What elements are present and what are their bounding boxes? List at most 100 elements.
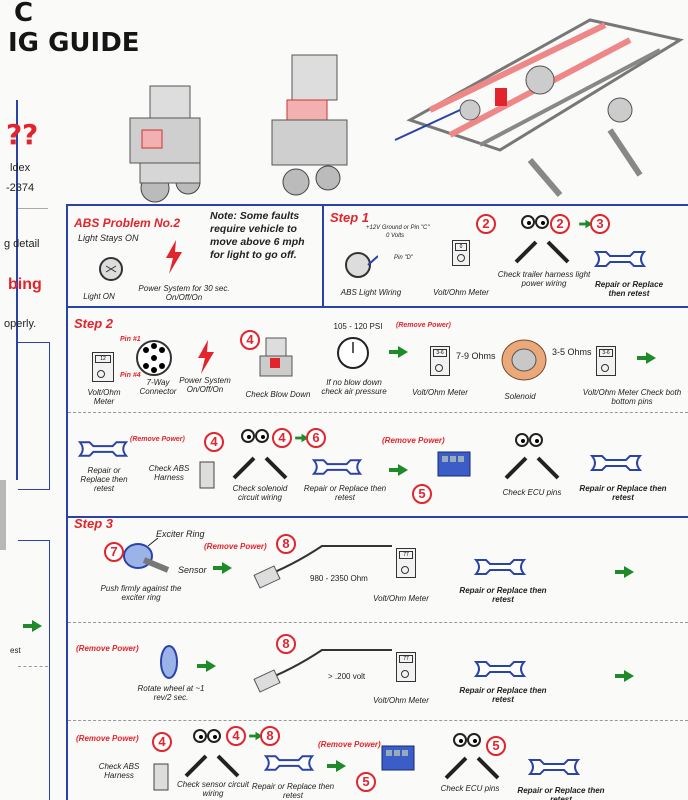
step1-arrow: [579, 219, 593, 229]
step3-circle-8: 8: [276, 534, 296, 554]
step1-box: [322, 204, 688, 308]
sidebar-question2: ?: [22, 118, 39, 151]
harness-icon: [199, 461, 215, 489]
page-title: IG GUIDE: [8, 28, 140, 58]
step3-meter: 77: [396, 548, 416, 578]
step3c-eyes-icon: [193, 729, 221, 743]
step2b-wrench-3: [589, 455, 643, 471]
step2-solenoid: Solenoid: [504, 392, 536, 401]
step3-sensor-cable-icon: [253, 545, 392, 589]
sidebar-dex: ldex: [10, 162, 31, 174]
step2-arrow-2: [637, 352, 656, 364]
step3-title: Step 3: [74, 516, 114, 531]
step2b-check-abs: Check ABS Harness: [148, 464, 190, 482]
step3b-circle-8: 8: [276, 634, 296, 654]
step2b-probes-icon-2: [504, 456, 560, 480]
sidebar-bing: bing: [8, 276, 42, 293]
step2b-wrench-2: [311, 459, 363, 475]
abs-light-icon: [345, 252, 378, 278]
step2-pin4: Pin #4: [120, 372, 141, 379]
step1-wire-label-3: Pin "D": [394, 255, 413, 261]
chassis-illustration: [394, 18, 684, 197]
step3-rule: [66, 516, 688, 518]
step3-repair: Repair or Replace then retest: [459, 586, 547, 604]
step3-divider-1: [68, 622, 688, 623]
step3-push: Push firmly against the exciter ring: [100, 584, 182, 602]
step2b-circle-6: 6: [306, 428, 326, 448]
pressure-gauge-icon: [337, 337, 369, 369]
step2-circle-4: 4: [240, 330, 260, 350]
sidebar-edge: [0, 480, 6, 550]
step3c-arrow-1: [249, 731, 263, 741]
connector-icon: [136, 340, 172, 376]
step2b-check-ecu: Check ECU pins: [502, 488, 562, 497]
step3-sensor: Sensor: [178, 565, 207, 575]
step3c-probes-icon: [184, 754, 240, 778]
step2-meter-2: 3-6: [430, 346, 450, 376]
step3c-repair-2: Repair or Replace then retest: [517, 786, 605, 800]
step3c-harness-icon: [153, 763, 169, 791]
sidebar-rule: [16, 100, 18, 480]
step2b-repair-1: Repair or Replace then retest: [80, 466, 128, 493]
sidebar-est: est: [10, 646, 21, 655]
problem-note: Note: Some faults require vehicle to mov…: [210, 210, 305, 261]
sidebar-box2: [18, 540, 50, 800]
step3-wrench: [473, 559, 527, 575]
step3c-check-abs: Check ABS Harness: [98, 762, 140, 780]
ecu-icon: [437, 451, 471, 477]
step2-psi: 105 - 120 PSI: [333, 322, 383, 331]
step2b-repair-2: Repair or Replace then retest: [303, 484, 387, 502]
step2-ohms-3-5: 3-5 Ohms: [552, 347, 592, 357]
step2b-probes-icon: [232, 456, 288, 480]
sidebar-dash: [18, 666, 48, 667]
step3b-wrench: [473, 661, 527, 677]
sidebar-detail: g detail: [4, 238, 40, 250]
step3-remove-power: (Remove Power): [204, 542, 267, 551]
step2-meter-1: 12: [92, 352, 114, 382]
step2b-eyes-icon: [241, 429, 269, 443]
step3b-arrow-1: [197, 660, 216, 672]
step2b-check-solenoid: Check solenoid circuit wiring: [232, 484, 288, 502]
step2-meter-check: Volt/Ohm Meter Check both bottom pins: [582, 388, 682, 406]
sidebar-perly: operly.: [4, 318, 37, 330]
valve-illustration-1: [129, 85, 201, 203]
step3b-meter: 77: [396, 652, 416, 682]
step3c-ecu-icon: [381, 745, 415, 771]
step2b-arrow-1: [295, 433, 309, 443]
step2-power-system: Power System On/Off/On: [179, 376, 231, 394]
step1-probes-icon: [514, 240, 570, 264]
step2-valve-icon: [259, 337, 293, 377]
problem-power-system: Power System for 30 sec. On/Off/On: [138, 284, 230, 302]
step3c-eyes-icon-2: [453, 733, 481, 747]
step3b-repair: Repair or Replace then retest: [459, 686, 547, 704]
step3-exciter-ring: Exciter Ring: [156, 529, 205, 539]
step3-circle-7: 7: [104, 542, 124, 562]
step1-volt-ohm-meter: Volt/Ohm Meter: [433, 288, 489, 297]
step3b-arrow-2: [615, 670, 634, 682]
valve-illustration-2: [271, 54, 348, 196]
step3c-wrench-1: [263, 755, 315, 771]
step3c-circle-5b: 5: [486, 736, 506, 756]
solenoid-icon: [501, 339, 547, 381]
step1-wire-label-1: +12V Ground or Pin "C": [366, 225, 430, 231]
step1-check-trailer: Check trailer harness light power wiring: [497, 270, 591, 288]
step2-check-blow-down: Check Blow Down: [245, 390, 311, 399]
step2-meter-label: Volt/Ohm Meter: [87, 388, 121, 406]
step2b-circle-4b: 4: [272, 428, 292, 448]
step2b-repair-3: Repair or Replace then retest: [579, 484, 667, 502]
sidebar-box: [18, 342, 50, 490]
step3c-repair-1: Repair or Replace then retest: [251, 782, 335, 800]
step1-eyes-icon: [521, 215, 549, 229]
step3c-wrench-2: [527, 759, 581, 775]
step3c-check-ecu: Check ECU pins: [440, 784, 500, 793]
step2b-eyes-icon-2: [515, 433, 543, 447]
step2b-circle-5: 5: [412, 484, 432, 504]
sidebar-divider: [18, 208, 48, 209]
sensor-icon: [123, 538, 170, 573]
problem-title: ABS Problem No.2: [74, 216, 181, 230]
step2-divider: [68, 412, 688, 413]
step3c-remove-power-1: (Remove Power): [76, 734, 139, 743]
step2-connector-label: 7-Way Connector: [139, 378, 177, 396]
step3b-meter-label: Volt/Ohm Meter: [373, 696, 429, 705]
